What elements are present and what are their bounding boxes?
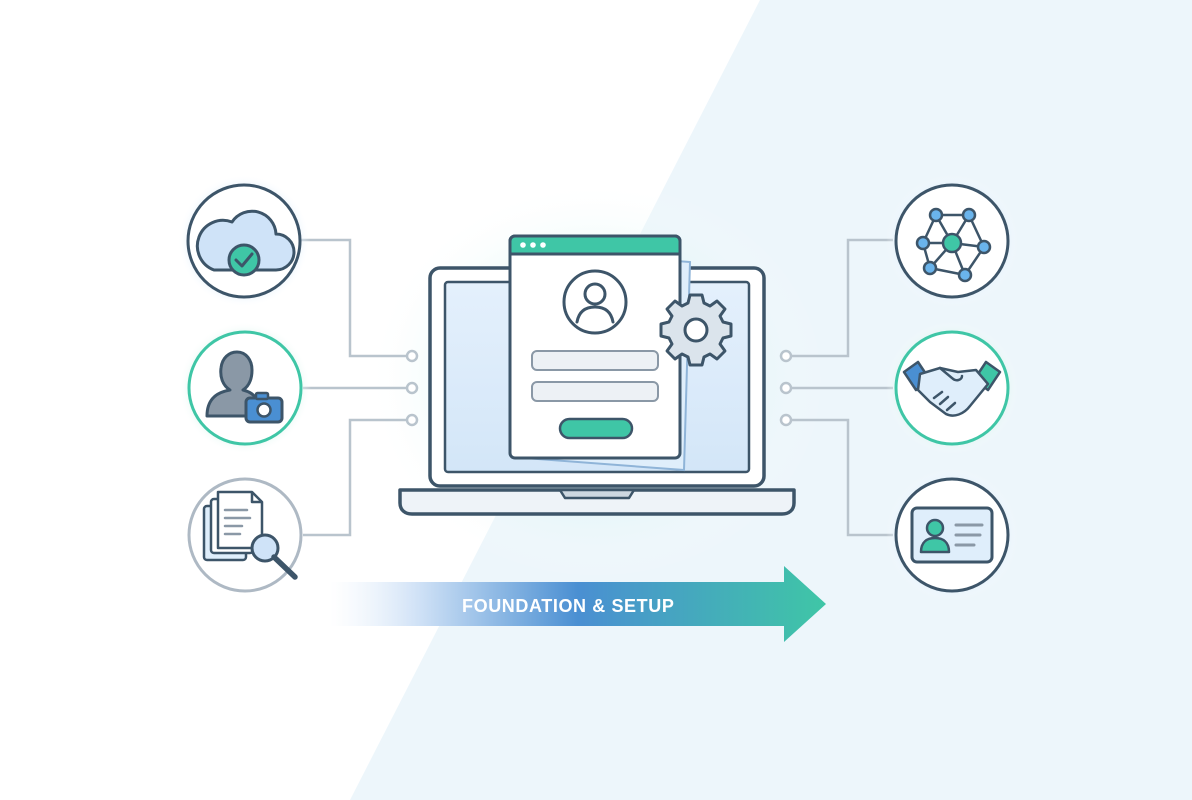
password-field — [531, 381, 659, 402]
user-camera-icon — [205, 350, 284, 424]
username-field — [531, 350, 659, 371]
document-search-icon — [202, 490, 298, 580]
node-document-search — [187, 477, 303, 593]
right-connector-dots — [779, 349, 793, 427]
node-cloud-check — [178, 175, 310, 307]
node-user-camera — [179, 322, 311, 454]
login-submit-button — [558, 417, 634, 440]
left-connectors — [300, 238, 408, 537]
handshake-icon — [902, 360, 1002, 417]
node-id-card — [886, 469, 1018, 601]
window-control-dots — [520, 242, 546, 248]
right-connectors — [790, 238, 893, 537]
left-connector-dots — [405, 349, 419, 427]
node-handshake — [886, 322, 1018, 454]
id-card-icon — [910, 506, 994, 564]
gear-icon — [659, 293, 733, 367]
node-network — [886, 175, 1018, 307]
progress-banner-arrow — [330, 566, 826, 642]
login-form-window — [508, 234, 682, 460]
cloud-check-icon — [195, 209, 296, 277]
banner-label: FOUNDATION & SETUP — [462, 596, 675, 616]
user-avatar-icon — [562, 269, 628, 335]
network-icon — [915, 207, 992, 283]
